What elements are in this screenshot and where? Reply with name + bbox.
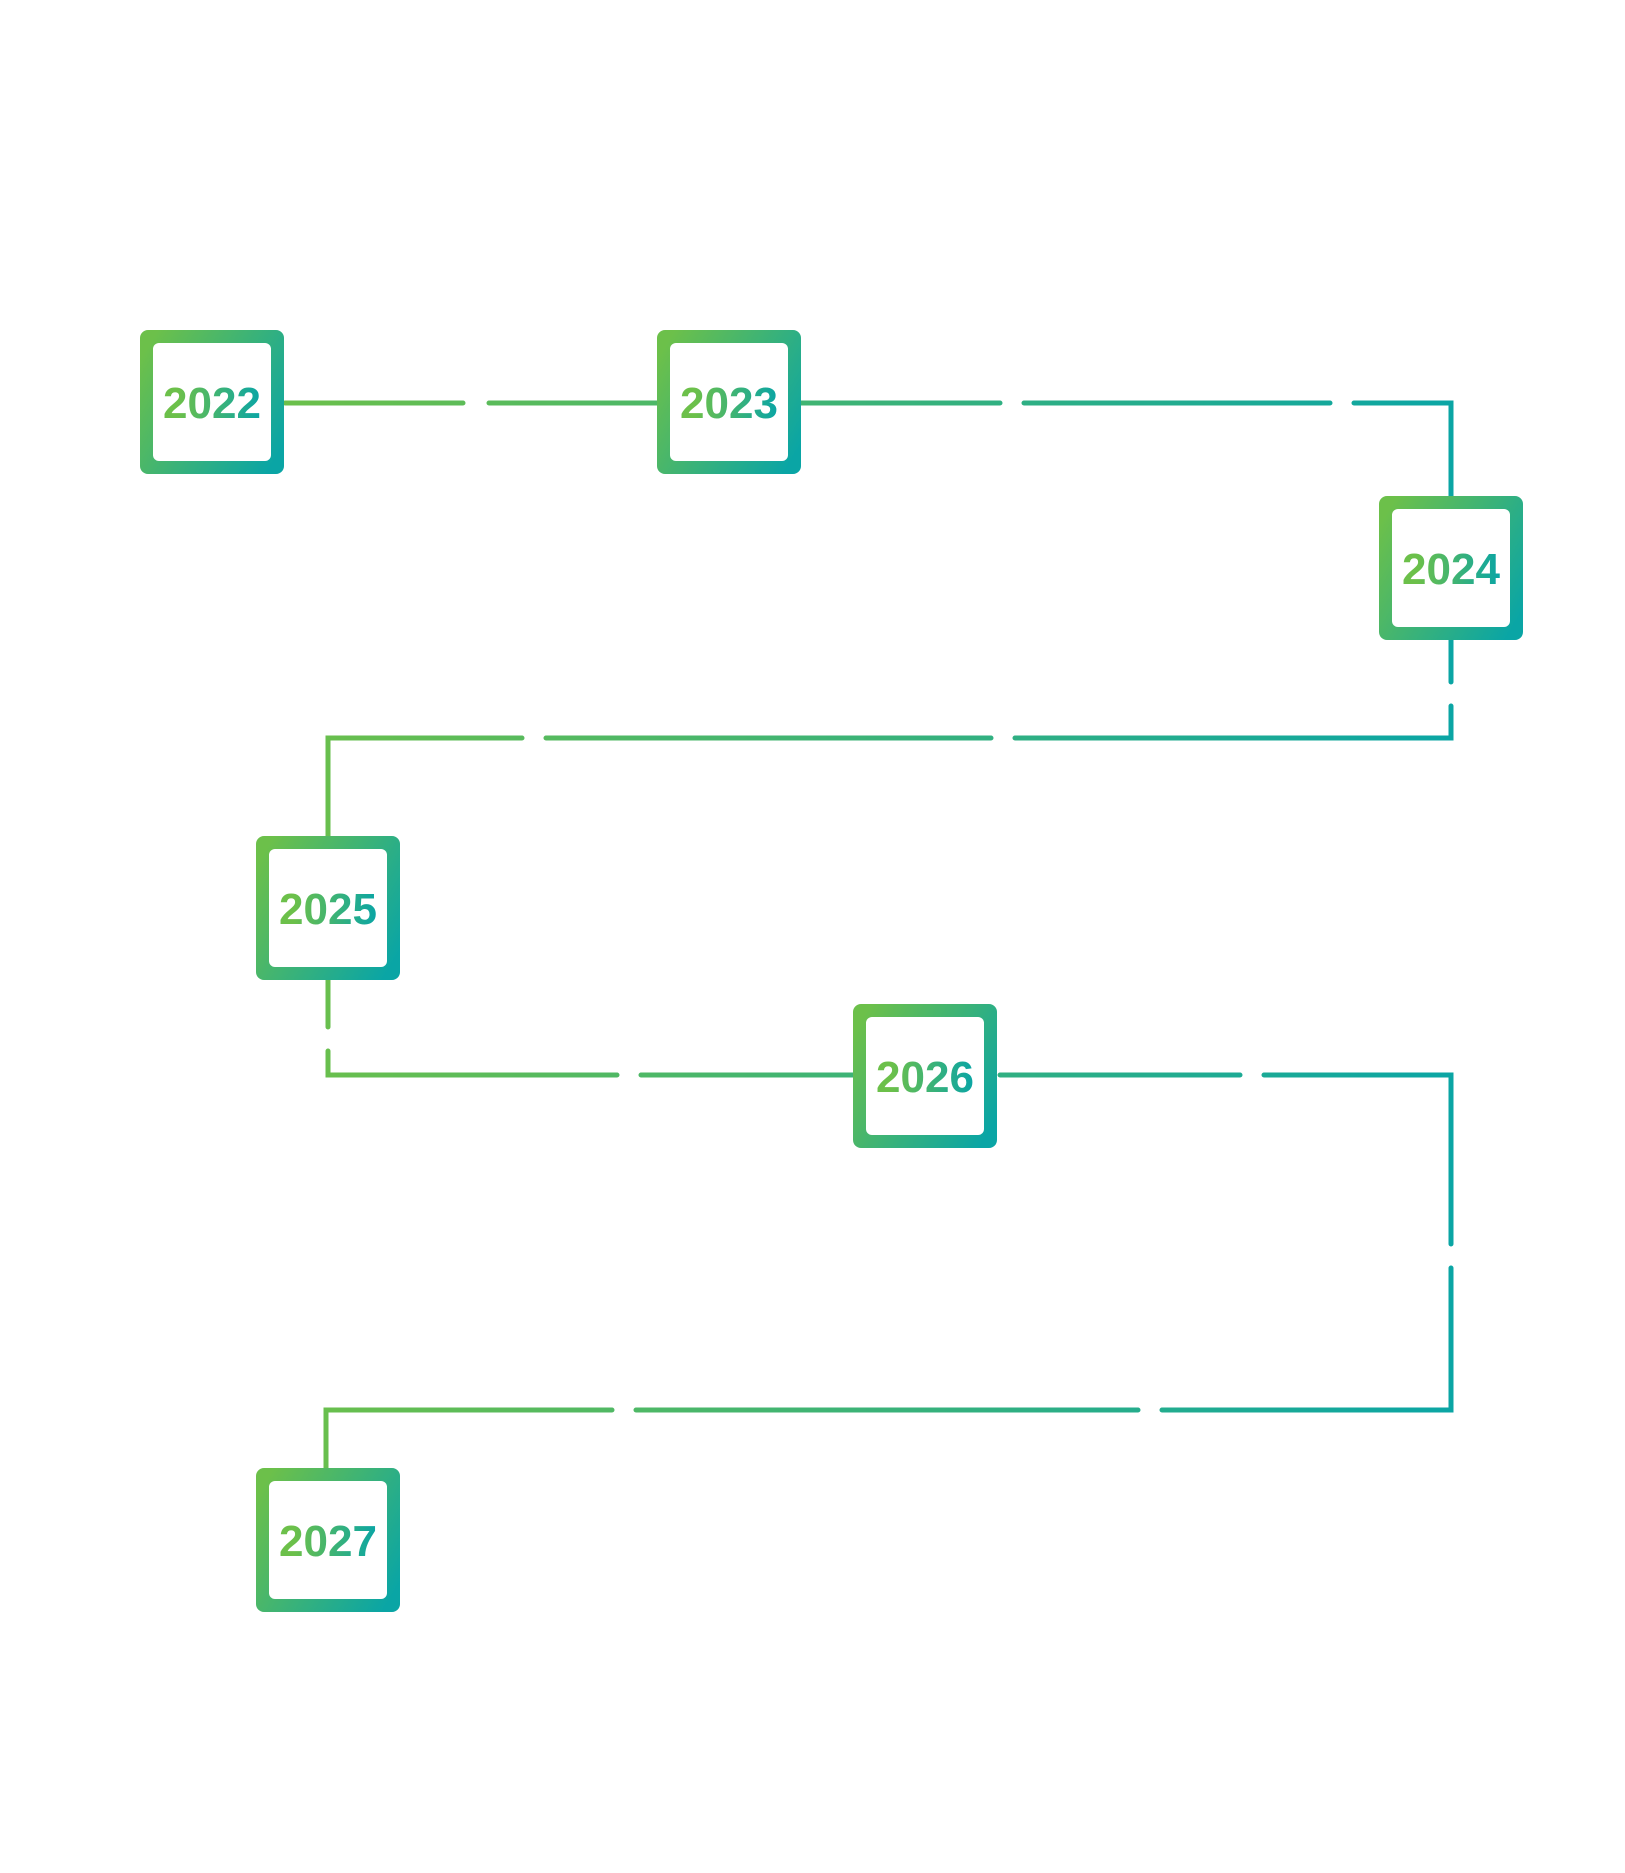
milestone-inner xyxy=(670,343,788,461)
connector-2025-2026 xyxy=(325,977,856,1078)
milestone-year-label: 2027 xyxy=(279,1517,377,1566)
milestone-2024: 2024 xyxy=(1379,496,1523,640)
milestone-2022: 2022 xyxy=(140,330,284,474)
milestone-year-label: 2024 xyxy=(1402,545,1500,594)
connector-2023-2024 xyxy=(797,400,1454,499)
milestone-year-label: 2025 xyxy=(279,885,377,934)
connector-2024-2025 xyxy=(325,637,1454,839)
milestone-inner xyxy=(269,1481,387,1599)
milestone-year-label: 2023 xyxy=(680,379,778,428)
milestone-year-label: 2022 xyxy=(163,379,261,428)
milestone-inner xyxy=(269,849,387,967)
milestone-inner xyxy=(1392,509,1510,627)
milestone-inner xyxy=(153,343,271,461)
milestone-year-label: 2026 xyxy=(876,1053,974,1102)
milestone-inner xyxy=(866,1017,984,1135)
milestone-2026: 2026 xyxy=(853,1004,997,1148)
milestone-2023: 2023 xyxy=(657,330,801,474)
timeline-connectors xyxy=(282,400,1454,1471)
milestone-2027: 2027 xyxy=(256,1468,400,1612)
milestone-2025: 2025 xyxy=(256,836,400,980)
connector-2026-2027 xyxy=(323,1072,1454,1471)
